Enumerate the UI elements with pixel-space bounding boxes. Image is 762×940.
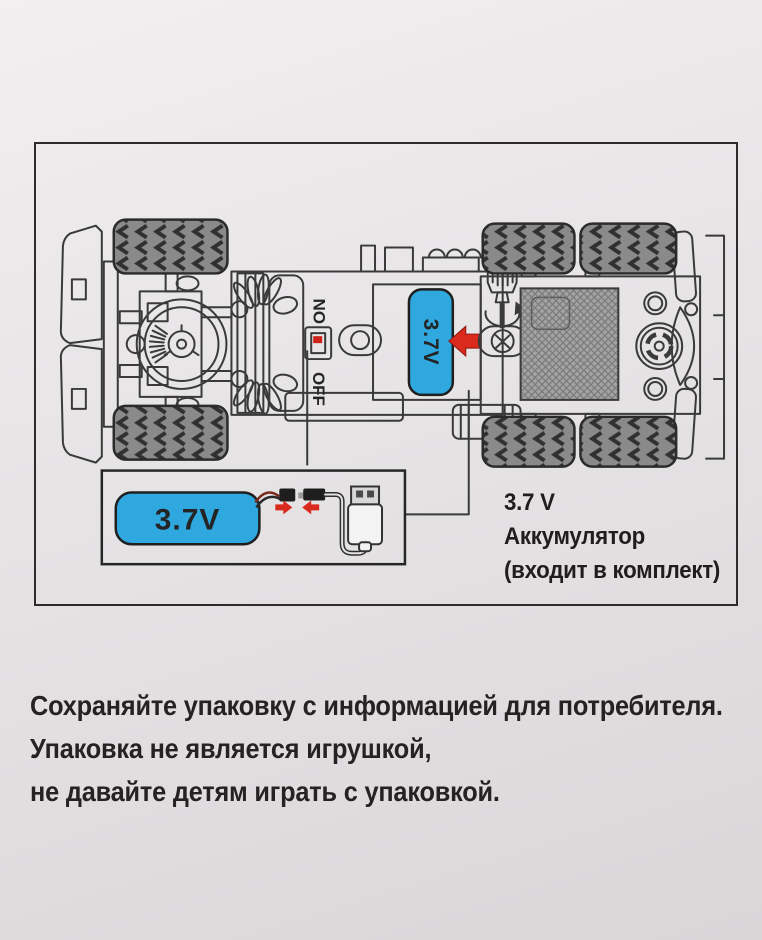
- warning-line-1: Сохраняйте упаковку с информацией для по…: [30, 690, 723, 721]
- battery-pack: [114, 491, 261, 546]
- front-bumper: [59, 224, 143, 464]
- connector-pin: [298, 492, 306, 499]
- battery-kit-box: 3.7V: [100, 469, 407, 566]
- speaker-circle: [635, 322, 684, 371]
- rear-section: [519, 230, 726, 460]
- connector-plug-battery: [279, 488, 296, 502]
- annotation-voltage: 3.7 V: [504, 489, 555, 516]
- switch-label-on: ON: [310, 299, 329, 324]
- battery-leader-line: [403, 389, 470, 516]
- tire-rear-top-1: [481, 222, 576, 275]
- connector-plug-charger: [303, 488, 326, 501]
- battery-annotation: 3.7 V Аккумулятор (входит в комплект): [504, 486, 720, 588]
- consumer-warning-text: Сохраняйте упаковку с информацией для по…: [30, 684, 723, 813]
- front-axle-frame: [125, 272, 233, 416]
- warning-line-3: не давайте детям играть с упаковкой.: [30, 776, 500, 807]
- usb-plug-icon: [347, 485, 384, 553]
- suspension-claw-top: [229, 272, 300, 319]
- power-switch: ON OFF: [304, 299, 333, 406]
- connect-arrow-left-icon: [302, 500, 320, 515]
- connect-arrow-right-icon: [275, 500, 293, 515]
- tire-front-bottom: [112, 404, 229, 461]
- battery-pack-label: 3.7V: [155, 503, 221, 536]
- chassis-bottom-view-diagram: ON OFF 3.7V: [59, 218, 726, 566]
- battery-compartment: 3.7V: [372, 283, 482, 401]
- gear-housing: [135, 298, 228, 390]
- battery-wire: [254, 491, 281, 504]
- latch-tab: [338, 324, 383, 357]
- compartment-battery-label: 3.7V: [419, 319, 442, 366]
- tire-rear-top-2: [579, 222, 678, 275]
- screw-tab: [477, 325, 528, 358]
- chassis-mid-details: [236, 244, 522, 440]
- dimension-bracket: [705, 234, 726, 460]
- switch-red-indicator: [313, 336, 323, 344]
- annotation-battery-word: Аккумулятор: [504, 523, 645, 550]
- tire-rear-bottom-1: [481, 415, 576, 468]
- instruction-diagram-box: ON OFF 3.7V: [34, 142, 738, 606]
- annotation-included: (входит в комплект): [504, 557, 721, 584]
- warning-line-2: Упаковка не является игрушкой,: [30, 733, 432, 764]
- tire-rear-bottom-2: [579, 415, 678, 468]
- tire-front-top: [112, 218, 229, 275]
- switch-label-off: OFF: [309, 372, 328, 406]
